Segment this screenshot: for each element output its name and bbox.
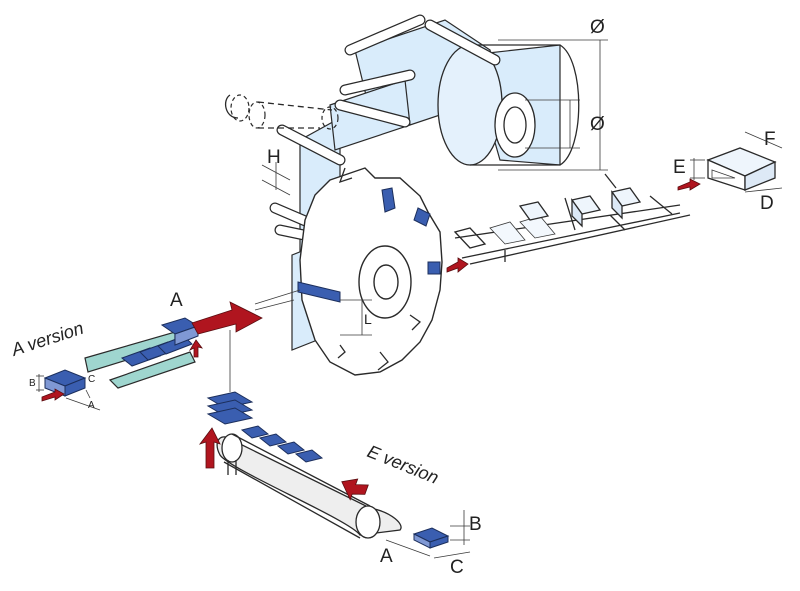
e-version-product xyxy=(385,510,471,559)
label-D: D xyxy=(760,193,774,214)
dimension-lines xyxy=(261,39,608,336)
label-diameter-top: Ø xyxy=(590,17,605,38)
label-a-version: A version xyxy=(8,318,86,360)
label-e-dim-b: B xyxy=(469,514,482,535)
roller-mid-1 xyxy=(339,69,416,96)
label-A-main: A xyxy=(170,290,183,311)
label-F: F xyxy=(764,129,776,150)
a-version-product xyxy=(36,369,101,411)
label-H: H xyxy=(267,147,281,168)
label-e-dim-a: A xyxy=(380,546,393,567)
finished-pack xyxy=(677,131,783,193)
label-L: L xyxy=(364,311,372,327)
e-version-infeed xyxy=(198,330,402,539)
label-e-dim-c: C xyxy=(450,557,464,578)
roller-left-1 xyxy=(276,124,346,166)
label-a-dim-a: A xyxy=(88,400,95,411)
roller-mid-2 xyxy=(334,99,411,128)
label-e-version: E version xyxy=(365,441,442,488)
roller-top-1 xyxy=(344,14,426,56)
roller-top-2 xyxy=(424,19,501,66)
wrapping-wheel xyxy=(297,167,443,376)
label-E: E xyxy=(673,157,686,178)
film-reel xyxy=(437,44,580,166)
label-diameter-core: Ø xyxy=(590,114,605,135)
output-conveyor xyxy=(427,173,691,275)
label-a-dim-b: B xyxy=(29,378,36,389)
print-unit-dashed xyxy=(224,94,339,130)
label-a-dim-c: C xyxy=(88,374,95,385)
a-version-infeed xyxy=(84,289,301,389)
